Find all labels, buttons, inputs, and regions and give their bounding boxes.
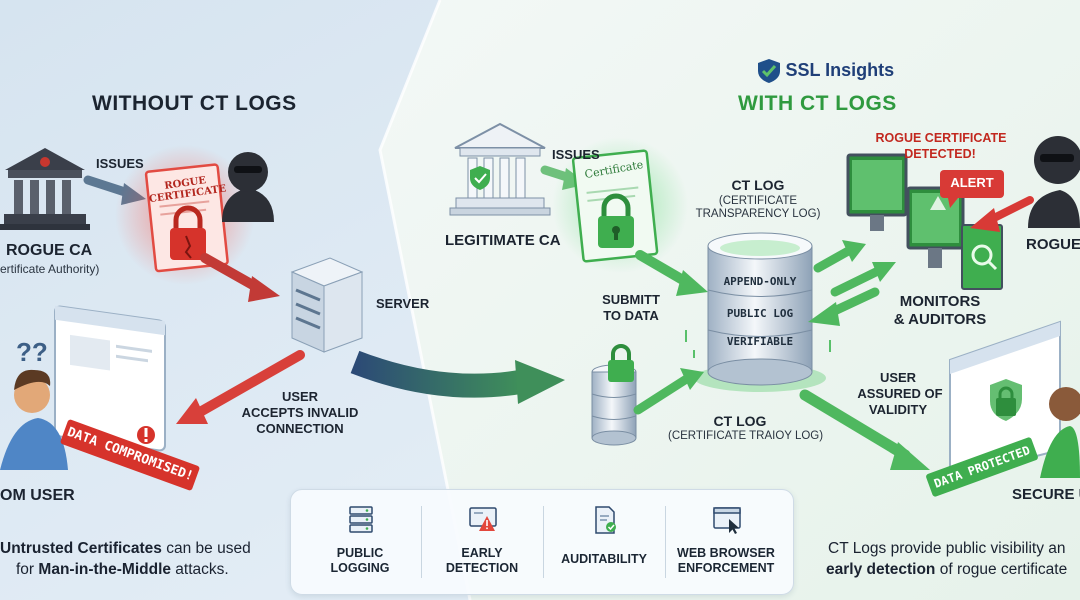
rogue-detected-line1: ROGUE CERTIFICATE [875, 131, 1007, 145]
secure-browser-window-icon [949, 320, 1061, 480]
feature-early-detection-line2: DETECTION [445, 561, 519, 575]
user-browser-window-icon [54, 305, 166, 452]
feature-divider [665, 506, 666, 578]
feature-web-browser-line1: WEB BROWSER [677, 546, 775, 560]
user-assured-line2: ASSURED OF [857, 386, 943, 401]
rogue-ca-subtitle: ertificate Authority) [0, 262, 100, 276]
secure-user-icon [1040, 387, 1080, 478]
confused-user-icon [0, 369, 68, 470]
ct-log-lower-title: CT LOG [713, 413, 767, 429]
server-stack-icon [349, 506, 373, 533]
shield-check-icon [470, 166, 490, 190]
right-caption-bold: early detection [826, 561, 936, 578]
right-caption-line2: early detection of rogue certificate [826, 561, 1067, 578]
feature-divider [543, 506, 544, 578]
left-caption-rest2: attacks. [171, 561, 229, 578]
feature-early-detection-line1: EARLY [461, 546, 503, 560]
left-caption-bold1: Untrusted Certificates [0, 540, 162, 557]
rogue-ca-building-icon [0, 148, 90, 230]
right-caption-rest: of rogue certificate [935, 561, 1068, 578]
monitors-line2: & AUDITORS [893, 311, 987, 328]
user-assured-line1: USER [879, 370, 917, 385]
feature-public-logging-line2: LOGGING [330, 561, 390, 575]
small-padlock-icon [608, 344, 634, 382]
user-accepts-line3: CONNECTION [256, 421, 344, 436]
left-issues-label: ISSUES [96, 156, 144, 171]
ct-log-database-icon [694, 232, 826, 392]
alert-label: ALERT [950, 175, 994, 190]
left-caption-line2: for Man-in-the-Middle attacks. [16, 561, 229, 578]
ct-log-title: CT LOG [731, 177, 785, 193]
right-heading: WITH CT LOGS [738, 92, 897, 115]
ct-log-subtitle-line1: (CERTIFICATE [718, 195, 798, 207]
left-caption-bold2: Man-in-the-Middle [38, 561, 171, 578]
rogue-hacker-icon [1028, 136, 1080, 228]
brand-name: SSL Insights [785, 60, 895, 81]
ct-log-subtitle-line2: TRANSPARENCY LOG) [695, 208, 821, 220]
rogue-label: ROGUE [1026, 236, 1080, 253]
left-caption-rest1: can be used [161, 540, 251, 557]
warning-icon [137, 426, 155, 444]
warning-screen-icon [469, 507, 497, 531]
right-caption-line1: CT Logs provide public visibility an [828, 540, 1066, 557]
verifiable-label: VERIFIABLE [726, 335, 794, 348]
feature-public-logging-line1: PUBLIC [336, 546, 384, 560]
feature-auditability-line1: AUDITABILITY [561, 552, 647, 566]
shield-logo-icon [758, 59, 780, 83]
user-accepts-line2: ACCEPTS INVALID [241, 405, 359, 420]
brand-logo: SSL Insights [757, 58, 894, 84]
browser-cursor-icon [713, 507, 741, 534]
alert-bubble [940, 170, 1004, 208]
rogue-ca-title: ROGUE CA [6, 242, 93, 259]
broken-padlock-icon [170, 205, 206, 260]
feature-web-browser-line2: ENFORCEMENT [677, 561, 775, 575]
server-icon [290, 257, 364, 353]
right-issues-label: ISSUES [552, 147, 600, 162]
legitimate-ca-label: LEGITIMATE CA [445, 232, 561, 249]
submit-line1: SUBMITT [602, 292, 660, 307]
victim-label: OM USER [0, 487, 75, 504]
padlock-icon [598, 193, 634, 248]
append-only-label: APPEND-ONLY [723, 275, 797, 288]
left-caption: Untrusted Certificates can be used [0, 540, 251, 557]
server-label: SERVER [376, 296, 430, 311]
user-accepts-line1: USER [281, 389, 319, 404]
submit-line2: TO DATA [603, 308, 659, 323]
secure-user-label: SECURE U [1012, 486, 1080, 503]
left-heading: WITHOUT CT LOGS [92, 92, 297, 115]
left-caption-pre2: for [16, 561, 39, 578]
feature-auditability: AUDITABILITY [545, 490, 663, 594]
public-log-label: PUBLIC LOG [726, 307, 794, 320]
audit-document-icon [595, 506, 616, 534]
rogue-detected-line2: DETECTED! [904, 147, 976, 161]
monitors-line1: MONITORS [899, 293, 981, 310]
feature-divider [421, 506, 422, 578]
hacker-figure-icon [222, 152, 274, 222]
question-marks: ?? [16, 337, 48, 367]
monitors-icon [846, 153, 1003, 290]
ct-log-lower-subtitle: (CERTIFICATE TRAIOY LOG) [668, 430, 824, 442]
user-assured-line3: VALIDITY [868, 402, 928, 417]
